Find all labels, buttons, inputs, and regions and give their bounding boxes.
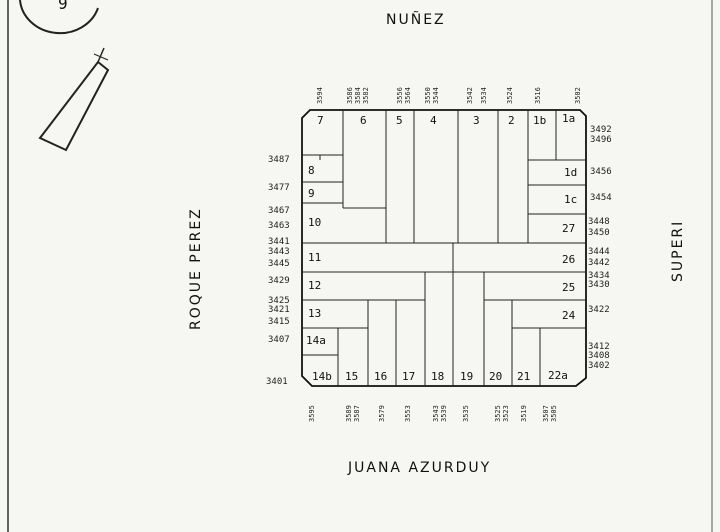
door-number: 3444	[588, 247, 610, 257]
lot-number: 26	[562, 253, 576, 266]
sheet-circle	[19, 0, 99, 35]
lot-number: 14a	[306, 334, 326, 347]
north-arrow-icon	[38, 47, 110, 152]
door-number: 3594	[316, 87, 324, 104]
lot-number: 1d	[564, 166, 578, 179]
street-north: NUÑEZ	[386, 12, 446, 28]
door-number: 3421	[268, 305, 290, 315]
lot-number: 14b	[312, 370, 332, 383]
door-number: 3539	[440, 405, 448, 422]
door-number: 3584	[354, 87, 362, 104]
door-number: 3429	[268, 276, 290, 286]
door-number: 3434	[588, 271, 610, 281]
lot-number: 27	[562, 222, 576, 235]
lot-number: 21	[517, 370, 531, 383]
lot-number: 5	[396, 114, 403, 127]
door-number: 3587	[353, 405, 361, 422]
lot-number: 1b	[533, 114, 547, 127]
door-number: 3430	[588, 280, 610, 290]
door-number: 3507	[542, 405, 550, 422]
door-number: 3550	[424, 87, 432, 104]
door-number: 3415	[268, 317, 290, 327]
lot-number: 7	[317, 114, 324, 127]
lot-number: 2	[508, 114, 515, 127]
lot-number: 1c	[564, 193, 578, 206]
door-number: 3579	[378, 405, 386, 422]
lot-number: 9	[308, 187, 315, 200]
sheet-circle-label: 9	[58, 0, 68, 13]
door-number: 3582	[362, 87, 370, 104]
door-number: 3586	[346, 87, 354, 104]
door-number: 3477	[268, 183, 290, 193]
lot-number: 1a	[562, 112, 576, 125]
lot-number: 11	[308, 251, 322, 264]
door-number: 3534	[480, 87, 488, 104]
lot-number: 16	[374, 370, 388, 383]
door-number: 3502	[574, 87, 582, 104]
door-number: 3441	[268, 237, 290, 247]
street-south: JUANA AZURDUY	[348, 460, 492, 476]
door-number: 3456	[590, 167, 612, 177]
door-number: 3564	[404, 87, 412, 104]
door-number: 3505	[550, 405, 558, 422]
lot-number: 18	[431, 370, 445, 383]
door-number: 3556	[396, 87, 404, 104]
door-number: 3450	[588, 228, 610, 238]
door-number: 3525	[494, 405, 502, 422]
door-number: 3542	[466, 87, 474, 104]
door-number: 3553	[404, 405, 412, 422]
lot-number: 17	[402, 370, 416, 383]
door-number: 3523	[502, 405, 510, 422]
door-number: 3595	[308, 405, 316, 422]
door-number: 3425	[268, 296, 290, 306]
door-number: 3407	[268, 335, 290, 345]
lot-number: 6	[360, 114, 367, 127]
lot-number: 20	[489, 370, 503, 383]
door-number: 3408	[588, 351, 610, 361]
door-number: 3412	[588, 342, 610, 352]
door-number: 3442	[588, 258, 610, 268]
door-number: 3544	[432, 87, 440, 104]
lot-lines	[302, 110, 586, 386]
door-number: 3535	[462, 405, 470, 422]
door-number: 3516	[534, 87, 542, 104]
door-number: 3463	[268, 221, 290, 231]
door-number: 3487	[268, 155, 290, 165]
lot-number: 22a	[548, 369, 568, 382]
door-number: 3445	[268, 259, 290, 269]
door-number: 3454	[590, 193, 612, 203]
door-number: 3467	[268, 206, 290, 216]
lot-number: 3	[473, 114, 480, 127]
street-east: SUPERI	[670, 219, 686, 282]
door-number: 3448	[588, 217, 610, 227]
lot-number: 19	[460, 370, 474, 383]
lot-number: 15	[345, 370, 359, 383]
door-number: 3496	[590, 135, 612, 145]
lot-number: 25	[562, 281, 576, 294]
lot-number: 4	[430, 114, 437, 127]
door-number: 3543	[432, 405, 440, 422]
door-number: 3401	[266, 377, 288, 387]
door-number: 3589	[345, 405, 353, 422]
door-number: 3524	[506, 87, 514, 104]
door-number: 3519	[520, 405, 528, 422]
lot-number: 24	[562, 309, 576, 322]
door-number: 3492	[590, 125, 612, 135]
lot-number: 8	[308, 164, 315, 177]
door-number: 3443	[268, 247, 290, 257]
block-outline	[301, 109, 587, 387]
street-west: ROQUE PEREZ	[188, 207, 204, 330]
lot-number: 13	[308, 307, 322, 320]
lot-number: 10	[308, 216, 322, 229]
door-number: 3402	[588, 361, 610, 371]
lot-number: 12	[308, 279, 322, 292]
door-number: 3422	[588, 305, 610, 315]
